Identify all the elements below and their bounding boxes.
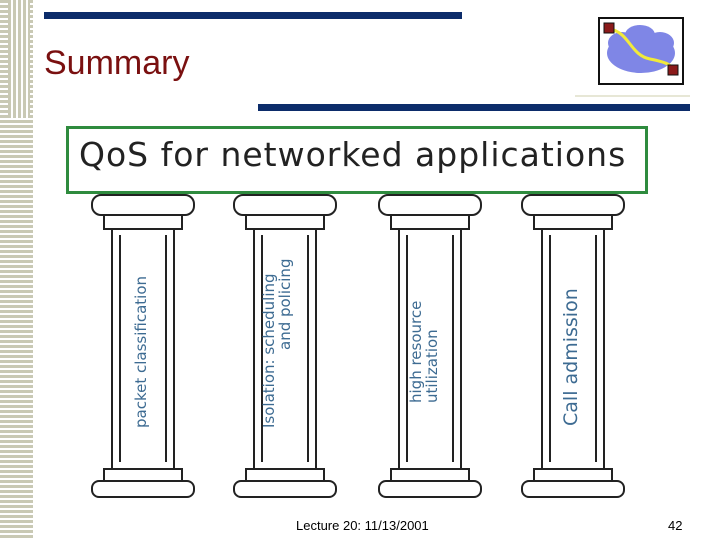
thin-accent-line [575,95,690,97]
pillar-column-icon [378,194,482,498]
pillar-label-line: and policing [275,258,294,350]
top-accent-bar [44,12,462,19]
pillar-label: Call admission [560,288,582,426]
mid-accent-bar [258,104,690,111]
qos-banner: QoS for networked applications [66,126,648,194]
pillar-packet-classification: packet classification [90,190,230,500]
pillar-label: Isolation: scheduling and policing [260,258,294,428]
pillar-label-line: Call admission [560,288,582,426]
page-number: 42 [668,518,683,533]
pillar-label-line: utilization [422,329,441,403]
pillar-column-icon [521,194,625,498]
network-cloud-icon [598,17,684,85]
pillar-high-resource-utilization: high resource utilization [377,190,517,500]
pillar-label-line: packet classification [132,275,150,428]
pillar-isolation: Isolation: scheduling and policing [232,190,372,500]
pillar-column-icon [233,194,337,498]
pillar-column-icon [91,194,195,498]
pillar-label: packet classification [132,275,150,428]
pillar-call-admission: Call admission [520,190,660,500]
banner-text: QoS for networked applications [79,135,627,174]
footer-lecture-date: Lecture 20: 11/13/2001 [296,518,429,533]
decorative-stripes-inner [8,0,30,118]
pillar-label: high resource utilization [407,301,441,403]
slide-title: Summary [44,44,190,82]
